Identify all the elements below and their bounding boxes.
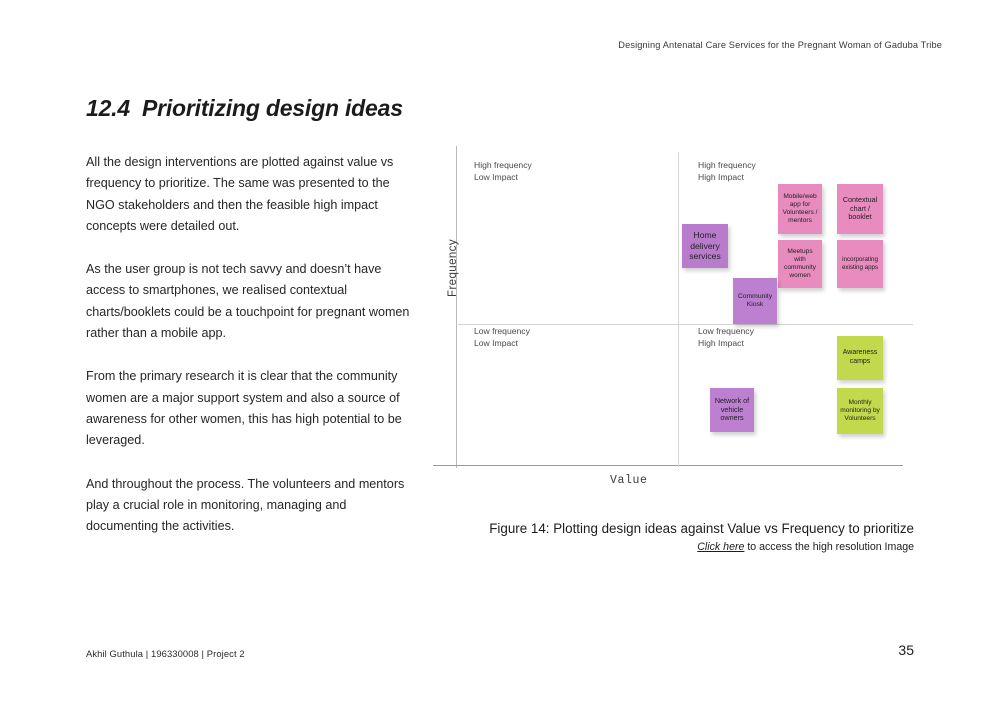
section-number: 12.4	[86, 95, 130, 121]
quadrant-divider-vertical	[678, 152, 679, 467]
sticky-note[interactable]: Meetups with community women	[778, 240, 822, 288]
sticky-note-label: Meetups with community women	[784, 247, 816, 280]
sticky-note-label: Contextual chart / booklet	[842, 194, 878, 222]
figure-caption-main: Figure 14: Plotting design ideas against…	[489, 521, 914, 536]
sticky-note-label: Monthly monitoring by Volunteers	[840, 398, 880, 423]
sticky-note[interactable]: incorporating existing apps	[837, 240, 883, 288]
quadrant-label-line1: Low frequency	[474, 326, 530, 336]
sticky-note[interactable]: Network of vehicle owners	[710, 388, 754, 432]
sticky-note-label: incorporating existing apps	[841, 256, 879, 271]
quadrant-label-line2: Low Impact	[474, 171, 518, 182]
quadrant-label-line1: High frequency	[698, 160, 756, 170]
quadrant-label-line1: High frequency	[474, 160, 532, 170]
quadrant-label-bottom-right: Low frequency High Impact	[698, 326, 754, 349]
x-axis-label: Value	[610, 474, 648, 487]
body-text-column: All the design interventions are plotted…	[86, 152, 418, 537]
sticky-note[interactable]: Monthly monitoring by Volunteers	[837, 388, 883, 434]
priority-matrix-chart: Frequency Value High frequency Low Impac…	[430, 140, 920, 492]
sticky-note-label: Awareness camps	[842, 349, 878, 365]
body-paragraph: As the user group is not tech savvy and …	[86, 262, 410, 341]
quadrant-label-line2: High Impact	[698, 171, 744, 182]
body-paragraph: All the design interventions are plotted…	[86, 155, 394, 233]
quadrant-divider-horizontal	[458, 324, 913, 325]
figure-caption-sub: Click here to access the high resolution…	[474, 540, 914, 554]
sticky-note[interactable]: Contextual chart / booklet	[837, 184, 883, 234]
high-resolution-image-link[interactable]: Click here	[697, 541, 745, 553]
quadrant-label-line2: Low Impact	[474, 337, 518, 348]
sticky-note-label: Community Kiosk	[737, 292, 773, 308]
sticky-note-label: Home delivery services	[689, 230, 721, 262]
section-title: Prioritizing design ideas	[141, 95, 403, 121]
quadrant-label-line1: Low frequency	[698, 326, 754, 336]
body-paragraph: From the primary research it is clear th…	[86, 369, 402, 448]
running-header: Designing Antenatal Care Services for th…	[618, 40, 942, 50]
y-axis-label: Frequency	[447, 239, 459, 297]
sticky-note[interactable]: Awareness camps	[837, 336, 883, 380]
x-axis-line	[433, 465, 903, 466]
sticky-note[interactable]: Community Kiosk	[733, 278, 777, 324]
footer-author-info: Akhil Guthula | 196330008 | Project 2	[86, 648, 245, 659]
body-paragraph: And throughout the process. The voluntee…	[86, 476, 405, 534]
figure-caption: Figure 14: Plotting design ideas against…	[474, 520, 914, 554]
quadrant-label-line2: High Impact	[698, 337, 744, 348]
quadrant-label-top-left: High frequency Low Impact	[474, 160, 532, 183]
figure-caption-sub-rest: to access the high resolution Image	[744, 541, 914, 553]
sticky-note-label: Network of vehicle owners	[714, 395, 750, 423]
sticky-note[interactable]: Home delivery services	[682, 224, 728, 268]
y-axis-line	[456, 146, 457, 468]
sticky-note[interactable]: Mobile/web app for Volunteers / mentors	[778, 184, 822, 234]
sticky-note-label: Mobile/web app for Volunteers / mentors	[782, 192, 818, 225]
page-number: 35	[898, 642, 914, 658]
quadrant-label-bottom-left: Low frequency Low Impact	[474, 326, 530, 349]
quadrant-label-top-right: High frequency High Impact	[698, 160, 756, 183]
page-title: 12.4 Prioritizing design ideas	[86, 95, 403, 122]
